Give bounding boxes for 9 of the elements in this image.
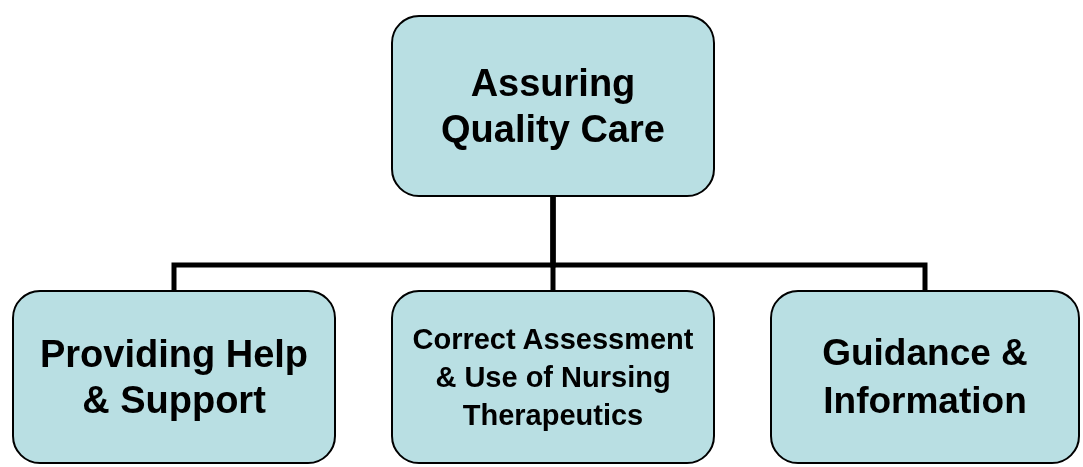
topic-box: [12, 290, 336, 464]
topic-box: [770, 290, 1080, 464]
topic-label: Assuring Quality Care: [440, 61, 666, 152]
topic-box: [391, 290, 715, 464]
topic-box: [391, 15, 715, 197]
connector-line: [550, 197, 928, 290]
topic-label: Providing Help & Support: [38, 332, 310, 423]
topic-label: Correct Assessment & Use of Nursing Therapeutics: [411, 322, 695, 433]
topic-label: Guidance & Information: [821, 331, 1029, 423]
